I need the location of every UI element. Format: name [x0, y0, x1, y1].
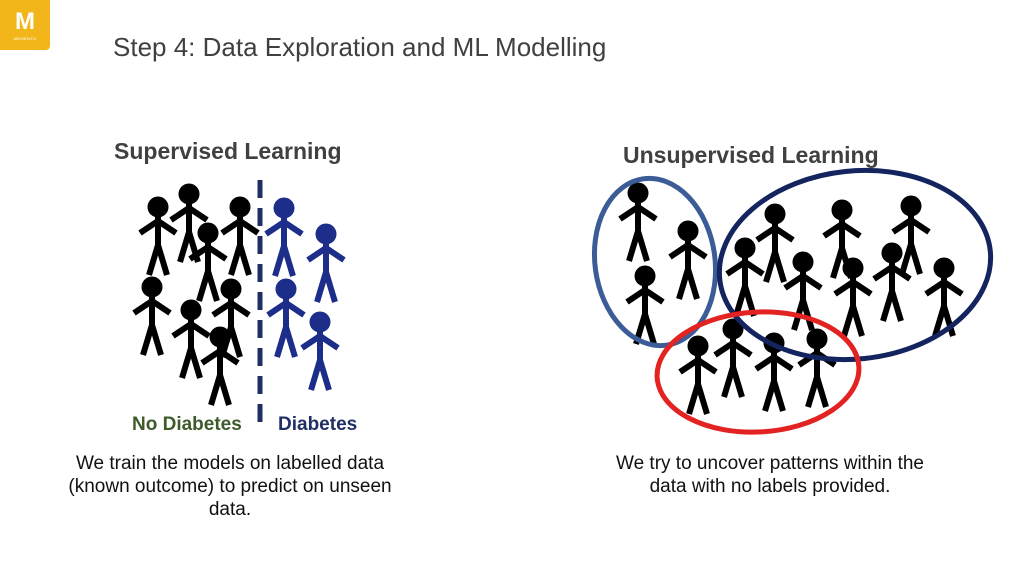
slide-title: Step 4: Data Exploration and ML Modellin…	[113, 32, 607, 62]
person-icon	[173, 300, 209, 378]
person-icon	[799, 329, 835, 407]
person-icon	[680, 336, 716, 414]
cluster-ellipse-right	[716, 167, 994, 363]
person-icon	[727, 238, 763, 316]
person-icon	[893, 196, 929, 274]
person-icon	[627, 266, 663, 344]
supervised-heading: Supervised Learning	[114, 138, 342, 164]
cluster-ellipse-left	[591, 175, 719, 349]
brand-logo: M MEMENTO	[0, 0, 50, 50]
unlabelled-people	[620, 183, 962, 414]
person-icon	[835, 258, 871, 336]
no-diabetes-group	[134, 184, 258, 405]
no-diabetes-label: No Diabetes	[132, 414, 242, 435]
person-icon	[620, 183, 656, 261]
logo-wordmark: MEMENTO	[13, 35, 37, 41]
person-icon	[222, 197, 258, 275]
person-icon	[670, 221, 706, 299]
diabetes-label: Diabetes	[278, 414, 358, 435]
logo-letter: M	[15, 7, 35, 35]
person-icon	[140, 197, 176, 275]
person-icon	[266, 198, 302, 276]
supervised-description: We train the models on labelled data (kn…	[68, 453, 392, 520]
diabetes-group	[266, 198, 344, 390]
unsupervised-description: We try to uncover patterns within the da…	[615, 453, 925, 497]
person-icon	[308, 224, 344, 302]
person-icon	[134, 277, 170, 355]
person-icon	[268, 279, 304, 357]
cluster-ellipse-bottom	[654, 309, 862, 435]
unsupervised-heading: Unsupervised Learning	[623, 142, 879, 168]
person-icon	[874, 243, 910, 321]
person-icon	[715, 319, 751, 397]
person-icon	[302, 312, 338, 390]
